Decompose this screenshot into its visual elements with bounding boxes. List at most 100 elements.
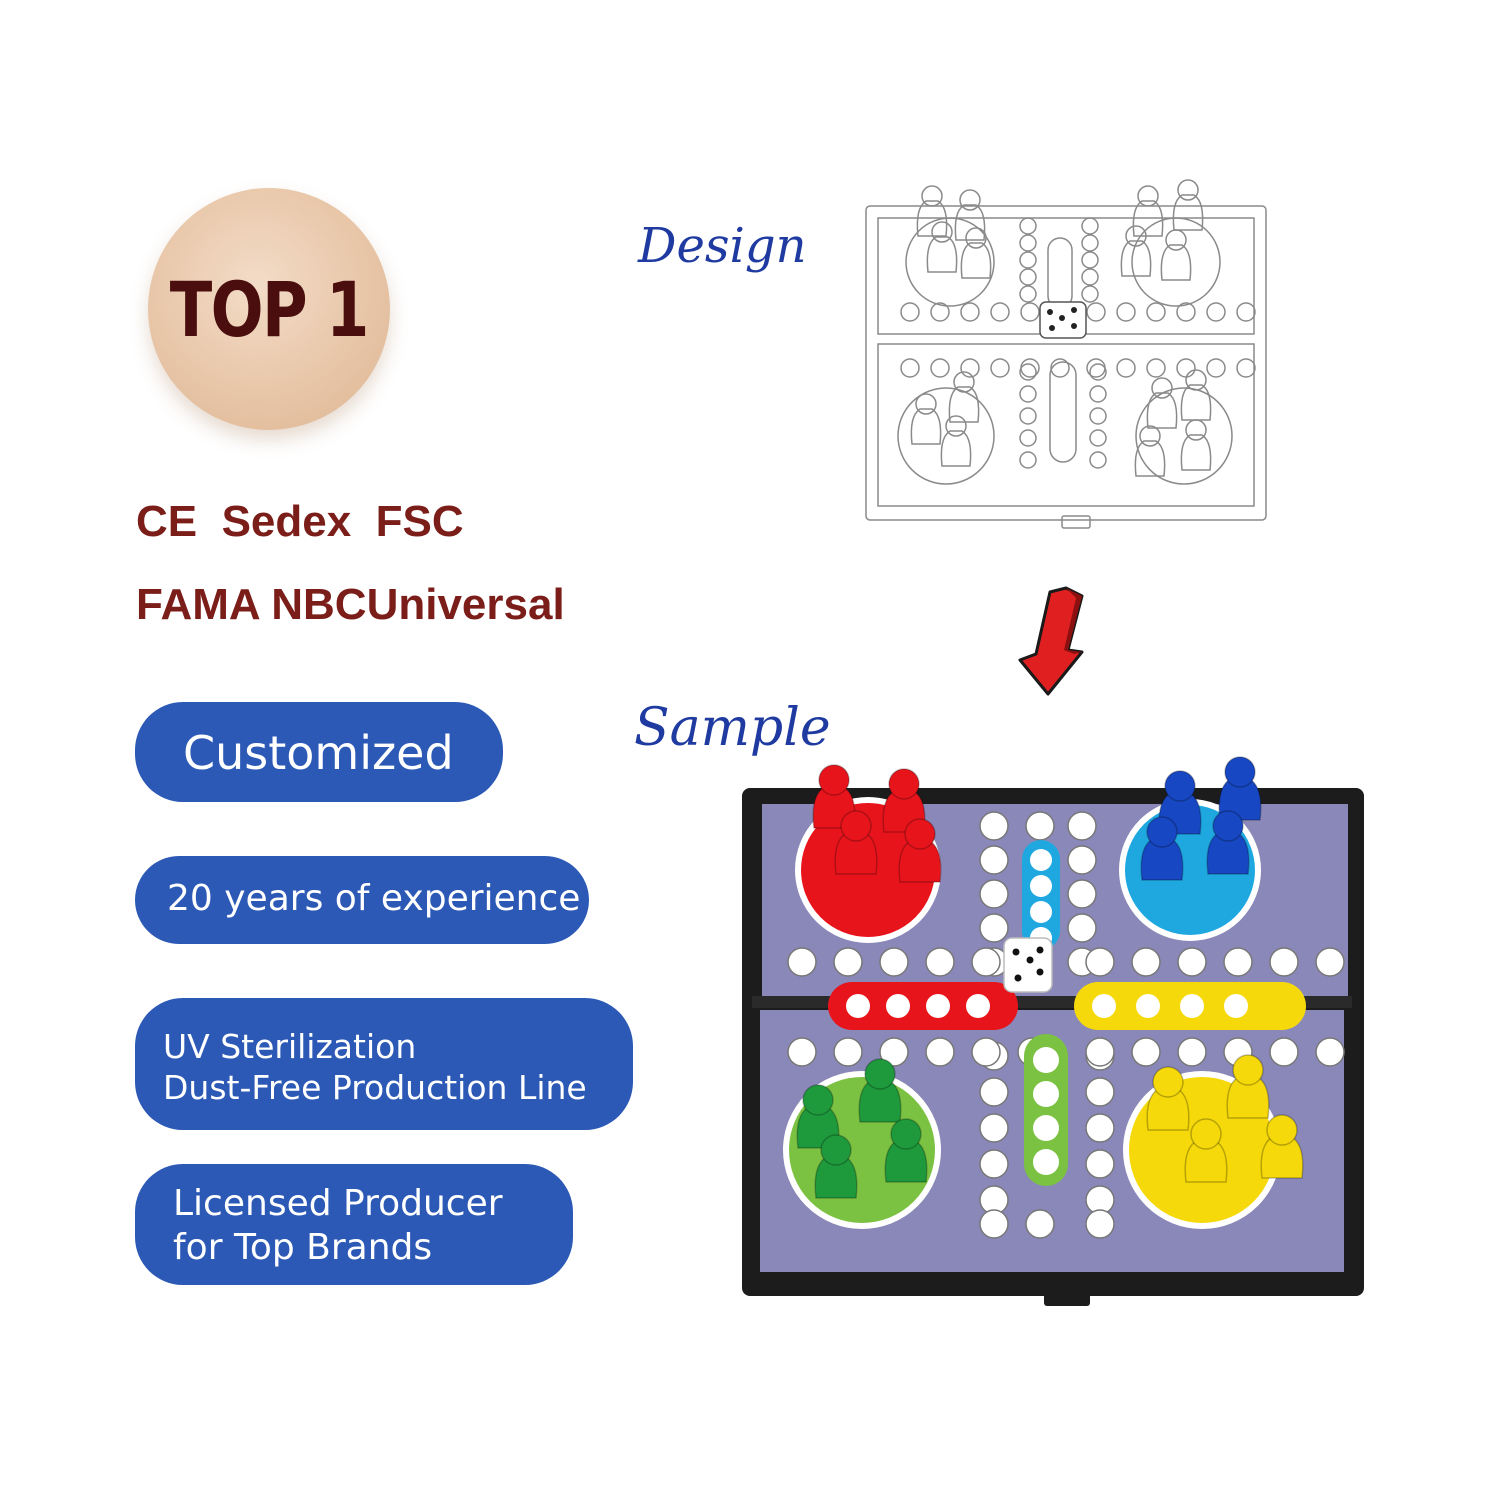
sketch-pawn bbox=[959, 189, 981, 211]
track-cell bbox=[1025, 1209, 1055, 1239]
sketch-cell bbox=[1019, 217, 1037, 235]
die bbox=[1003, 937, 1053, 993]
sketch-cell bbox=[1019, 363, 1037, 381]
track-cell bbox=[1085, 1149, 1115, 1179]
board-clasp bbox=[1044, 1284, 1090, 1306]
track-cell bbox=[1177, 1037, 1207, 1067]
sketch-cell bbox=[1176, 302, 1196, 322]
die-pip bbox=[1026, 956, 1034, 964]
feature-text: 20 years of experience bbox=[167, 878, 581, 919]
sketch-pawn bbox=[910, 408, 942, 445]
blue-pawn-head bbox=[1212, 810, 1244, 842]
sketch-pawn bbox=[1180, 384, 1212, 421]
sketch-home-yard bbox=[897, 387, 995, 485]
lane-cell bbox=[1033, 1149, 1059, 1175]
sketch-clasp bbox=[1061, 515, 1091, 529]
down-arrow-icon bbox=[1018, 586, 1084, 696]
sketch-cell bbox=[1081, 251, 1099, 269]
sketch-home-lane bbox=[1047, 237, 1073, 309]
die-pip bbox=[1012, 948, 1020, 956]
lane-cell bbox=[1030, 875, 1052, 897]
lane-cell bbox=[1180, 994, 1204, 1018]
sketch-cell bbox=[1089, 385, 1107, 403]
sketch-bottom-half bbox=[877, 343, 1255, 507]
sketch-cell bbox=[1020, 302, 1040, 322]
home-lane-green bbox=[1024, 1034, 1068, 1186]
lane-cell bbox=[966, 994, 990, 1018]
lane-cell bbox=[1033, 1115, 1059, 1141]
sketch-cell bbox=[1089, 451, 1107, 469]
sketch-cell bbox=[1081, 268, 1099, 286]
sketch-cell bbox=[1206, 358, 1226, 378]
lane-cell bbox=[886, 994, 910, 1018]
sketch-pawn bbox=[1137, 185, 1159, 207]
sketch-cell bbox=[1089, 429, 1107, 447]
track-cell bbox=[1131, 1037, 1161, 1067]
sketch-pawn bbox=[1120, 240, 1152, 277]
sketch-home-yard bbox=[905, 217, 995, 307]
sketch-die-pip bbox=[1049, 325, 1055, 331]
lane-cell bbox=[1224, 994, 1248, 1018]
die-pip bbox=[1014, 974, 1022, 982]
track-cell bbox=[925, 947, 955, 977]
sketch-pawn bbox=[953, 371, 975, 393]
sketch-pawn bbox=[1151, 377, 1173, 399]
sketch-cell bbox=[1019, 268, 1037, 286]
sample-ludo-board bbox=[742, 756, 1364, 1306]
sketch-pawn bbox=[1165, 229, 1187, 251]
sketch-pawn bbox=[931, 221, 953, 243]
track-cell bbox=[1177, 947, 1207, 977]
sketch-cell bbox=[1019, 451, 1037, 469]
sample-label: Sample bbox=[634, 698, 831, 758]
sketch-pawn bbox=[1185, 369, 1207, 391]
blue-pawn-head bbox=[1146, 816, 1178, 848]
track-cell bbox=[1269, 947, 1299, 977]
lane-cell bbox=[1033, 1081, 1059, 1107]
sketch-cell bbox=[1089, 363, 1107, 381]
yellow-pawn-head bbox=[1152, 1066, 1184, 1098]
track-cell bbox=[979, 811, 1009, 841]
sketch-cell bbox=[1236, 358, 1256, 378]
track-cell bbox=[979, 913, 1009, 943]
green-pawn-head bbox=[802, 1084, 834, 1116]
feature-pill-customized: Customized bbox=[135, 702, 503, 802]
track-cell bbox=[979, 1149, 1009, 1179]
sketch-die-pip bbox=[1047, 309, 1053, 315]
sketch-die-pip bbox=[1071, 307, 1077, 313]
sketch-die-pip bbox=[1071, 323, 1077, 329]
track-cell bbox=[979, 845, 1009, 875]
die-pip bbox=[1036, 968, 1044, 976]
red-pawn-head bbox=[840, 810, 872, 842]
lane-cell bbox=[846, 994, 870, 1018]
sketch-pawn bbox=[945, 415, 967, 437]
sketch-pawn bbox=[921, 185, 943, 207]
track-cell bbox=[833, 947, 863, 977]
sketch-cell bbox=[900, 358, 920, 378]
feature-text: Customized bbox=[183, 726, 454, 780]
sketch-pawn bbox=[1180, 434, 1212, 471]
green-pawn-head bbox=[890, 1118, 922, 1150]
feature-pill-experience: 20 years of experience bbox=[135, 856, 589, 944]
sketch-cell bbox=[1019, 385, 1037, 403]
sketch-home-yard bbox=[1135, 387, 1233, 485]
certifications-line-2: FAMA NBCUniversal bbox=[136, 580, 565, 629]
track-cell bbox=[979, 1209, 1009, 1239]
track-cell bbox=[1067, 845, 1097, 875]
track-cell bbox=[1085, 1113, 1115, 1143]
sketch-cell bbox=[1020, 358, 1040, 378]
sketch-cell bbox=[1019, 251, 1037, 269]
die-pip bbox=[1036, 946, 1044, 954]
track-cell bbox=[833, 1037, 863, 1067]
track-cell bbox=[879, 1037, 909, 1067]
sketch-pawn bbox=[1134, 440, 1166, 477]
sketch-cell bbox=[1081, 234, 1099, 252]
lane-cell bbox=[1136, 994, 1160, 1018]
track-cell bbox=[1085, 1077, 1115, 1107]
sketch-cell bbox=[930, 358, 950, 378]
red-pawn-head bbox=[904, 818, 936, 850]
sketch-pawn bbox=[940, 430, 972, 467]
track-cell bbox=[879, 947, 909, 977]
green-pawn-head bbox=[820, 1134, 852, 1166]
sketch-cell bbox=[1019, 285, 1037, 303]
red-pawn-head bbox=[818, 764, 850, 796]
